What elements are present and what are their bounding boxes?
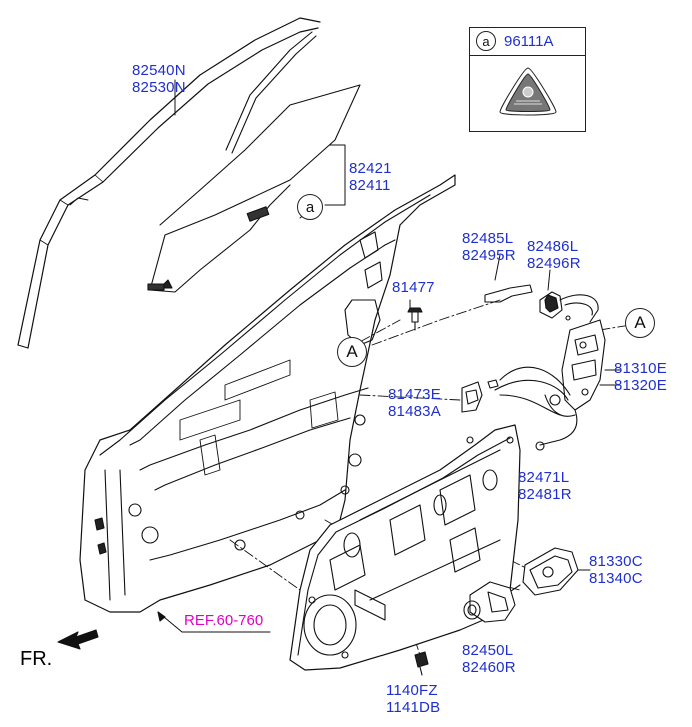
legend-part-number[interactable]: 96111A <box>504 33 554 50</box>
warning-label-icon <box>499 67 557 116</box>
legend-callout-a: a <box>476 31 496 51</box>
callout-A-latch: A <box>625 308 655 338</box>
regulator-motor-drawing <box>463 581 516 623</box>
handle-bracket-drawing <box>461 379 499 413</box>
latch-drawing <box>494 319 606 451</box>
hinge-drawing <box>484 284 599 323</box>
front-arrow-icon <box>57 629 99 650</box>
legend-header: a 96111A <box>470 28 585 56</box>
legend-box: a 96111A <box>469 27 586 132</box>
front-direction-label: FR. <box>20 648 53 670</box>
run-channel-drawing <box>17 17 321 349</box>
door-frame-drawing <box>79 174 456 613</box>
part-label-bolt[interactable]: 81477 <box>392 279 435 296</box>
reference-leader <box>157 611 271 633</box>
door-glass-drawing <box>147 84 361 293</box>
screw-drawing <box>414 651 429 676</box>
callout-a-glass: a <box>297 194 323 220</box>
module-panel-drawing <box>289 424 521 671</box>
bolt-drawing <box>407 307 423 331</box>
actuator-drawing <box>504 547 579 596</box>
reference-label[interactable]: REF.60-760 <box>184 612 264 629</box>
callout-A-frame: A <box>337 337 367 367</box>
